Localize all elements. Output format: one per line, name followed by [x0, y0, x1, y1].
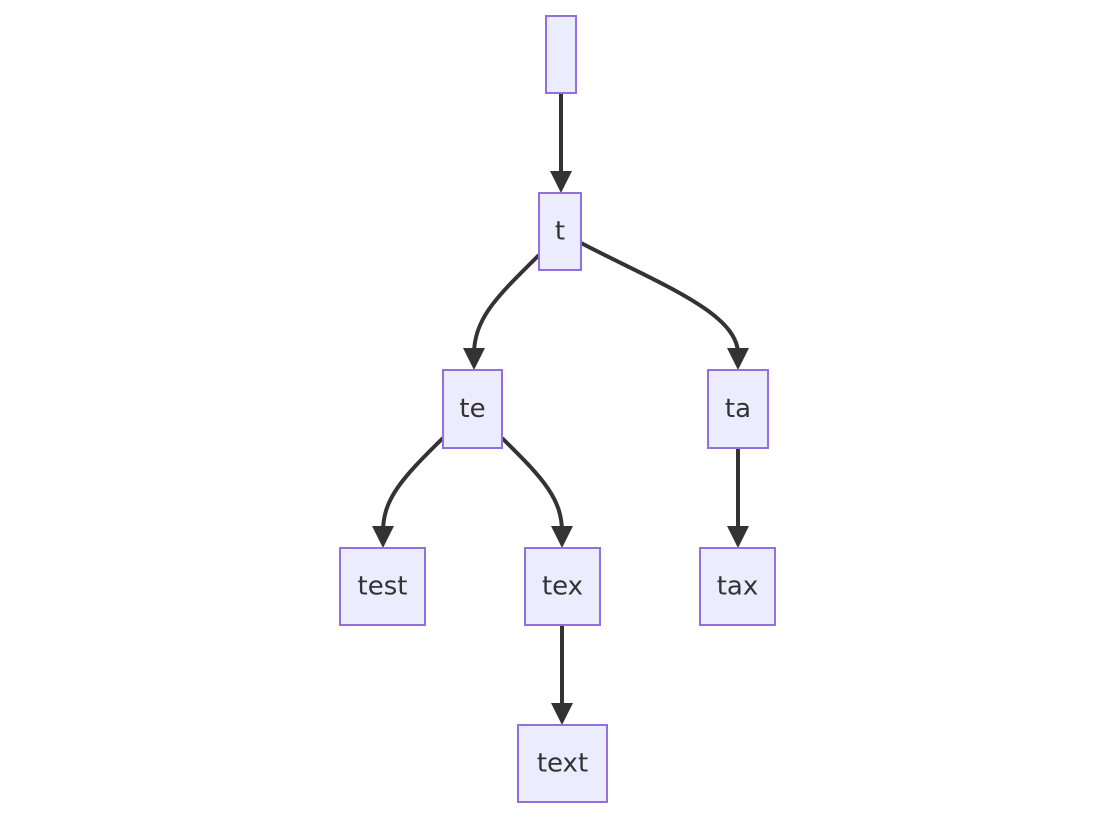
node-label: test	[358, 572, 408, 602]
node-ta: ta	[707, 369, 769, 449]
arrowhead-icon	[551, 703, 573, 725]
arrowhead-icon	[372, 526, 394, 548]
node-text: text	[517, 724, 608, 803]
node-tax: tax	[699, 547, 776, 626]
node-label: te	[459, 394, 485, 424]
arrowhead-icon	[551, 526, 573, 548]
node-tex: tex	[524, 547, 601, 626]
node-box	[699, 547, 776, 626]
edge-ta-tax	[727, 448, 749, 548]
arrowhead-icon	[463, 348, 485, 370]
edge-t-ta	[580, 241, 749, 370]
node-box	[524, 547, 601, 626]
node-test: test	[339, 547, 426, 626]
edge-root-t	[550, 93, 572, 193]
node-layer: t te ta test tex tax text	[339, 15, 776, 803]
node-box	[517, 724, 608, 803]
edge-t-te	[463, 253, 541, 370]
node-t: t	[538, 192, 582, 271]
node-box	[545, 15, 577, 94]
edge-line	[580, 241, 740, 355]
edge-layer	[372, 93, 749, 725]
node-label: text	[537, 749, 588, 779]
edge-te-tex	[500, 436, 573, 548]
node-root	[545, 15, 577, 94]
arrowhead-icon	[550, 171, 572, 193]
node-label: ta	[725, 394, 751, 424]
arrowhead-icon	[727, 348, 749, 370]
node-box	[707, 369, 769, 449]
edge-line	[472, 253, 541, 355]
edge-line	[381, 436, 445, 533]
node-label: t	[555, 217, 565, 247]
node-box	[538, 192, 582, 271]
edge-te-test	[372, 436, 445, 548]
arrowhead-icon	[727, 526, 749, 548]
edge-tex-text	[551, 625, 573, 725]
node-box	[339, 547, 426, 626]
node-te: te	[442, 369, 503, 449]
node-box	[442, 369, 503, 449]
node-label: tax	[717, 572, 759, 602]
edge-line	[500, 436, 564, 533]
node-label: tex	[542, 572, 583, 602]
